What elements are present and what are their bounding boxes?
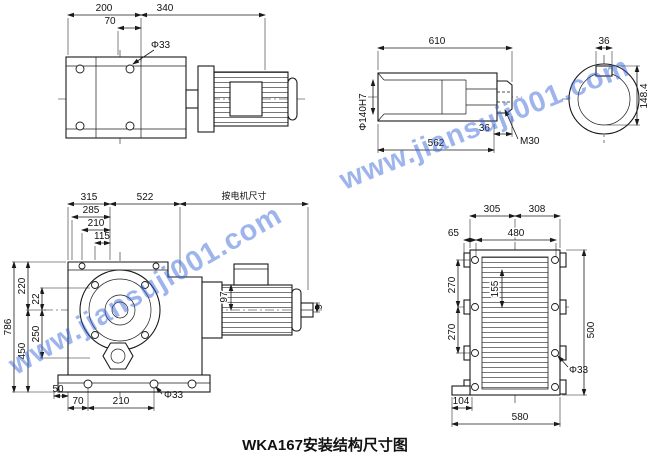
view-side: 305 308 65 480 270 270 155 500 104 580 Φ…	[446, 204, 597, 427]
dim-top-70: 70	[104, 16, 116, 27]
base-flange	[57, 374, 211, 393]
terminal-box-top	[229, 81, 263, 117]
dim-front-786: 786	[3, 318, 14, 335]
view-front: 315 522 按电机尺寸 285 210 115 786 220 450 22…	[3, 190, 325, 411]
motor-body-front	[221, 284, 293, 336]
dim-front-522: 522	[137, 192, 154, 203]
dim-148-4: 148.4	[639, 83, 650, 108]
dim-shaft-36: 36	[479, 123, 491, 134]
dim-front-210-top: 210	[88, 218, 105, 229]
dim-side-305: 305	[484, 204, 501, 215]
dim-front-285: 285	[83, 205, 100, 216]
coupling-top	[185, 89, 199, 109]
dim-side-308: 308	[529, 204, 546, 215]
note-motor-size: 按电机尺寸	[221, 190, 266, 201]
dim-side-580: 580	[512, 412, 529, 423]
dim-shaft-610: 610	[429, 36, 446, 47]
motor-flange-top	[197, 65, 215, 133]
dim-shaft-phi140: Φ140H7	[358, 93, 369, 131]
dim-front-115: 115	[94, 231, 110, 242]
callout-m30: M30	[520, 136, 540, 147]
drawing-title: WKA167安装结构尺寸图	[242, 436, 408, 454]
dim-front-97: 97	[219, 291, 230, 303]
dim-side-65: 65	[448, 228, 460, 239]
dim-front-70: 70	[72, 396, 84, 407]
dim-front-315: 315	[81, 192, 98, 203]
motor-cap-top	[287, 77, 298, 121]
dim-front-450: 450	[17, 342, 28, 359]
view-shaft: 610 562 36 Φ140H7 M30	[358, 36, 540, 153]
dim-front-220: 220	[17, 277, 28, 294]
dim-side-480: 480	[508, 228, 525, 239]
callout-top-phi33: Φ33	[151, 40, 171, 51]
keyway-slot	[595, 65, 613, 77]
dim-front-9: 9	[314, 304, 325, 310]
callout-front-phi33: Φ33	[164, 390, 184, 401]
view-shaft-end: 36 148.4	[562, 36, 650, 143]
dim-side-155: 155	[490, 280, 501, 297]
dim-side-500: 500	[586, 321, 597, 338]
dim-front-50: 50	[52, 384, 64, 395]
shaft-outline	[377, 72, 498, 122]
view-top: 200 340 70 Φ33	[58, 3, 306, 146]
side-foot	[451, 385, 471, 396]
dim-side-270-bottom: 270	[447, 323, 458, 340]
dim-top-340: 340	[157, 3, 174, 14]
dim-top-200: 200	[96, 3, 113, 14]
cooling-fins	[481, 256, 549, 390]
dim-front-22: 22	[31, 293, 42, 305]
dim-front-250: 250	[31, 325, 42, 342]
dim-side-104: 104	[453, 396, 470, 407]
terminal-box-front	[233, 263, 269, 286]
motor-flange-front	[201, 281, 223, 339]
dim-key-36: 36	[598, 36, 610, 47]
callout-side-phi33: Φ33	[569, 365, 589, 376]
dim-side-270-top: 270	[447, 276, 458, 293]
dim-shaft-562: 562	[428, 138, 445, 149]
shaft-end	[496, 80, 513, 114]
drain-plug-hex	[102, 342, 134, 370]
dim-front-210-bottom: 210	[113, 396, 130, 407]
motor-cap-front	[291, 288, 302, 332]
